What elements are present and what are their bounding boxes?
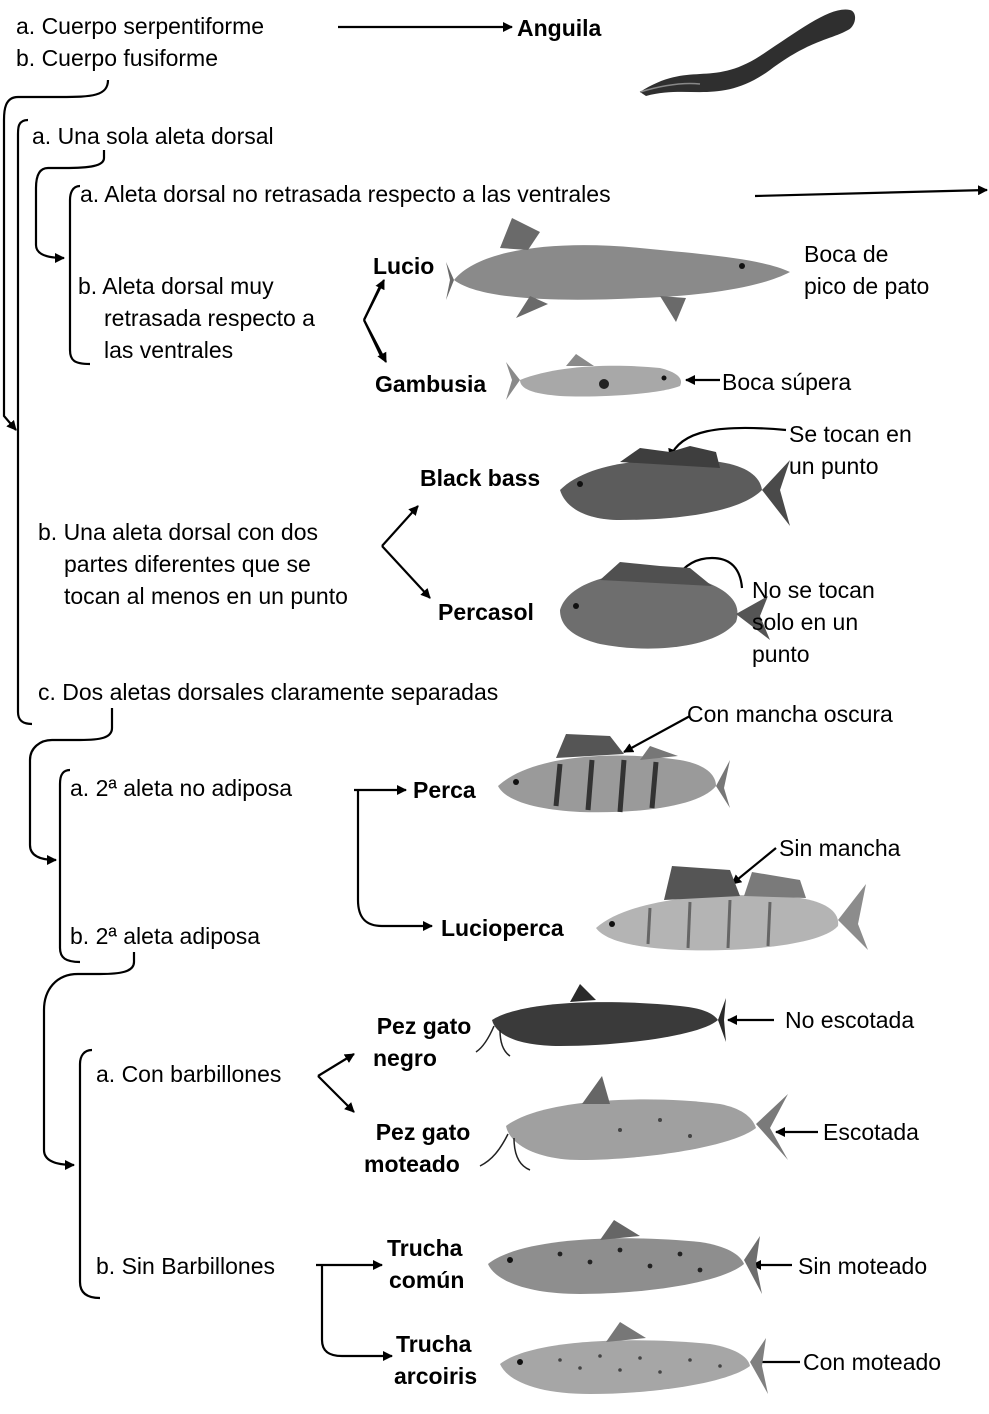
arrow-trucha-arcoiris <box>322 1265 392 1356</box>
note-percasol-line3: punto <box>752 638 810 671</box>
key-3b-line1: b. Aleta dorsal muy <box>78 270 274 303</box>
note-black-bass-line2: un punto <box>789 450 879 483</box>
pez-gato-moteado-illustration <box>480 1076 788 1170</box>
key-3a-no-retrasada: a. Aleta dorsal no retrasada respecto a … <box>80 178 611 211</box>
fork-lucio-gambusia <box>364 282 382 358</box>
note-lucio-line2: pico de pato <box>804 270 929 303</box>
species-anguila: Anguila <box>517 12 601 45</box>
pike-illustration <box>446 218 790 322</box>
key-4b-adiposa: b. 2ª aleta adiposa <box>70 920 260 953</box>
key-2c-dos-aletas: c. Dos aletas dorsales claramente separa… <box>38 676 498 709</box>
species-gambusia: Gambusia <box>375 368 486 401</box>
key-4a-no-adiposa: a. 2ª aleta no adiposa <box>70 772 292 805</box>
key-3b-line2: retrasada respecto a <box>104 302 315 335</box>
pez-gato-negro-illustration <box>476 984 726 1056</box>
key-5b-sin-barbillones: b. Sin Barbillones <box>96 1250 275 1283</box>
note-trucha-arcoiris: Con moteado <box>803 1346 941 1379</box>
species-pez-gato-negro-line2: negro <box>373 1042 437 1075</box>
eel-illustration <box>640 10 855 96</box>
fork-pez-gato <box>318 1054 354 1076</box>
arrow-mancha-oscura <box>624 716 690 752</box>
species-trucha-comun-line2: común <box>389 1264 464 1297</box>
note-percasol-line2: solo en un <box>752 606 858 639</box>
species-pez-gato-moteado-line2: moteado <box>364 1148 460 1181</box>
trucha-arcoiris-illustration <box>500 1322 768 1394</box>
key-1a-serpentiforme: a. Cuerpo serpentiforme <box>16 10 264 43</box>
key-5a-con-barbillones: a. Con barbillones <box>96 1058 281 1091</box>
lucioperca-illustration <box>596 866 868 950</box>
note-lucio-line1: Boca de <box>804 238 888 271</box>
black-bass-illustration <box>560 446 790 526</box>
key-2b-line1: b. Una aleta dorsal con dos <box>38 516 318 549</box>
note-percasol-line1: No se tocan <box>752 574 875 607</box>
fork-bass-percasol <box>382 506 418 546</box>
arrow-lucioperca <box>358 790 432 926</box>
key-2b-line2: partes diferentes que se <box>64 548 311 581</box>
note-pez-gato-negro: No escotada <box>785 1004 914 1037</box>
species-perca: Perca <box>413 774 476 807</box>
perca-illustration <box>498 734 730 812</box>
gambusia-illustration <box>506 354 681 400</box>
note-lucioperca: Sin mancha <box>779 832 900 865</box>
key-2a-una-sola-aleta: a. Una sola aleta dorsal <box>32 120 274 153</box>
species-black-bass: Black bass <box>420 462 540 495</box>
species-trucha-comun-line1: Trucha <box>387 1232 462 1265</box>
key-3b-line3: las ventrales <box>104 334 233 367</box>
key-1b-fusiforme: b. Cuerpo fusiforme <box>16 42 218 75</box>
key-2b-line3: tocan al menos en un punto <box>64 580 348 613</box>
species-lucio: Lucio <box>373 250 434 283</box>
species-lucioperca: Lucioperca <box>441 912 564 945</box>
note-pez-gato-moteado: Escotada <box>823 1116 919 1149</box>
note-trucha-comun: Sin moteado <box>798 1250 927 1283</box>
trucha-comun-illustration <box>488 1220 762 1294</box>
arrow-aleta-no-retrasada <box>755 190 987 196</box>
species-trucha-arcoiris-line1: Trucha <box>396 1328 471 1361</box>
note-gambusia: Boca súpera <box>722 366 851 399</box>
species-trucha-arcoiris-line2: arcoiris <box>394 1360 477 1393</box>
note-black-bass-line1: Se tocan en <box>789 418 912 451</box>
species-pez-gato-negro-line1: Pez gato <box>364 1010 484 1043</box>
note-perca: Con mancha oscura <box>687 698 893 731</box>
species-percasol: Percasol <box>438 596 534 629</box>
species-pez-gato-moteado-line1: Pez gato <box>362 1116 484 1149</box>
bracket-level-2 <box>18 120 32 724</box>
